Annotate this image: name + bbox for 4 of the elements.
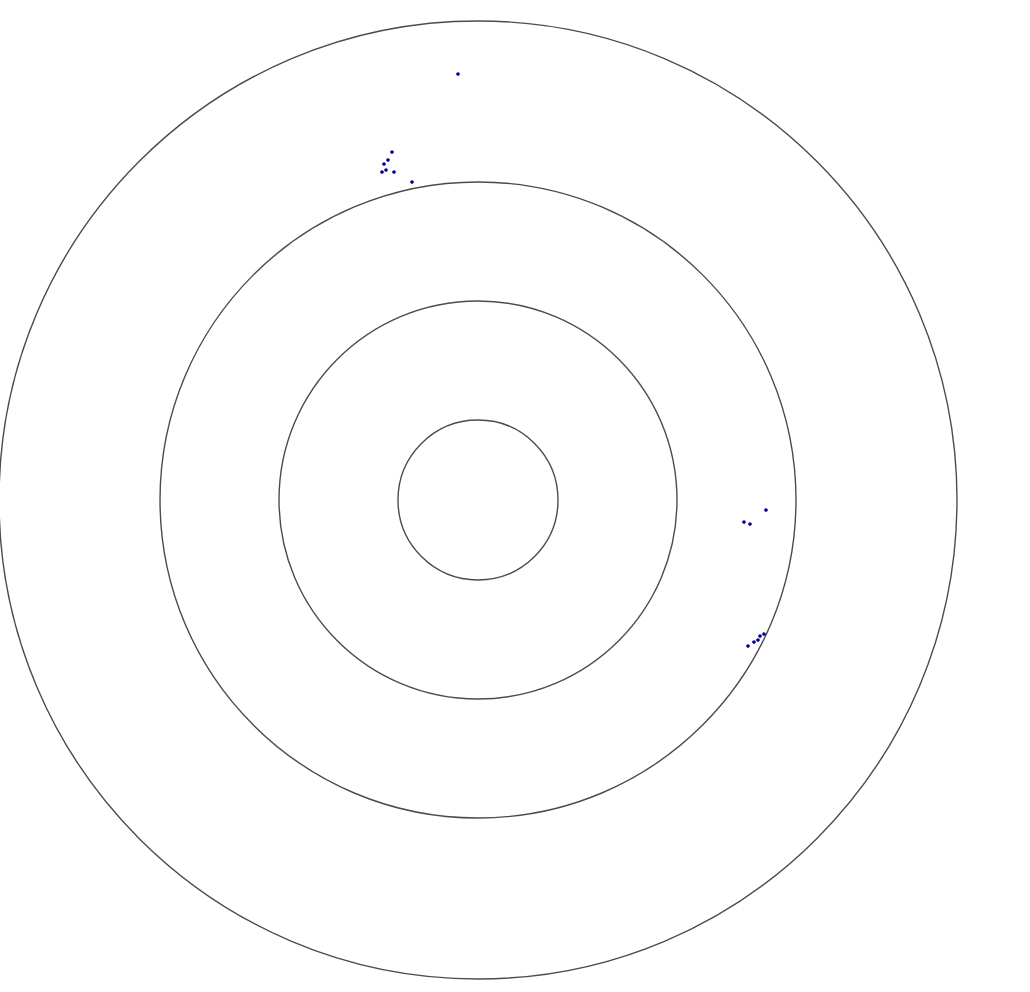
ring — [159, 181, 797, 819]
ring — [0, 20, 958, 980]
ring — [397, 419, 559, 581]
ring — [278, 300, 678, 700]
